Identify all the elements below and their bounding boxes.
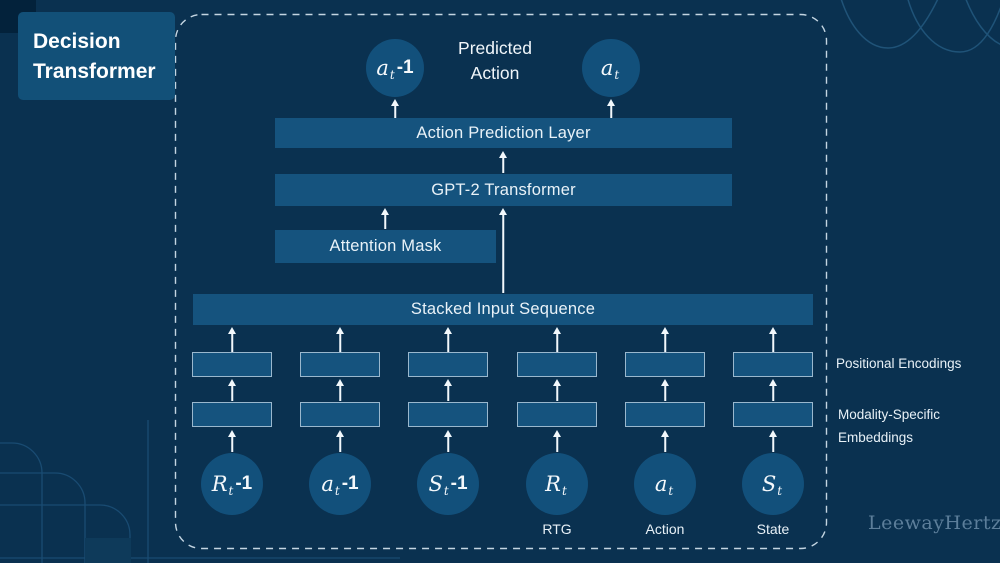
gpt2-transformer-box: GPT-2 Transformer [275, 174, 732, 206]
token-subscript: t [443, 484, 449, 498]
modality-embedding-rect [408, 402, 488, 427]
token-base: S [761, 472, 777, 496]
arrow-up [660, 379, 670, 401]
arrow-up [227, 327, 237, 352]
token-base: a [600, 56, 614, 80]
arrow-up [390, 99, 400, 118]
modality-label-line2: Embeddings [838, 430, 914, 445]
bottom-left-square-decoration [85, 538, 131, 563]
token-tag-label: Action [645, 521, 685, 537]
arrow-up [660, 430, 670, 452]
arrow-up [443, 430, 453, 452]
modality-embedding-rect [300, 402, 380, 427]
arrow-up [768, 430, 778, 452]
stacked-input-sequence-box: Stacked Input Sequence [193, 294, 813, 325]
leewayhertz-watermark: LeewayHertz [868, 512, 1000, 534]
arrow-up [660, 327, 670, 352]
predicted-action-label: Predicted Action [430, 36, 560, 86]
gpt2-transformer-label: GPT-2 Transformer [431, 180, 576, 199]
wave-lines-decoration [840, 0, 1000, 53]
arrow-up [552, 379, 562, 401]
token-tag-label: State [756, 521, 790, 537]
arrow-up [498, 151, 508, 173]
arrow-up [552, 430, 562, 452]
token-base: R [211, 472, 228, 496]
predicted-action-line2: Action [470, 63, 520, 83]
modality-embedding-rect [733, 402, 813, 427]
diagram-title: Decision Transformer [18, 12, 175, 100]
token-subscript: t [777, 484, 783, 498]
modality-embeddings-label: Modality-Specific Embeddings [838, 403, 940, 449]
arrow-up [335, 327, 345, 352]
positional-encoding-rect [517, 352, 597, 377]
positional-encodings-label: Positional Encodings [836, 356, 962, 371]
token-base: a [654, 472, 668, 496]
token-base: a [321, 472, 334, 496]
modality-embedding-rect [625, 402, 705, 427]
token-subscript: t [228, 484, 234, 498]
token-suffix: -1 [341, 473, 359, 494]
token-base: a [376, 56, 389, 80]
arrow-up [498, 208, 508, 293]
positional-encoding-rect [300, 352, 380, 377]
modality-embedding-rect [517, 402, 597, 427]
arrow-up [380, 208, 390, 229]
token-suffix: -1 [450, 473, 468, 494]
modality-embedding-rect [192, 402, 272, 427]
positional-encoding-rect [408, 352, 488, 377]
token-subscript: t [334, 484, 340, 498]
token-tag-label: RTG [542, 521, 572, 537]
attention-mask-box: Attention Mask [275, 230, 496, 263]
arrow-up [443, 379, 453, 401]
action-prediction-layer-label: Action Prediction Layer [416, 123, 591, 142]
action-prediction-layer-box: Action Prediction Layer [275, 118, 732, 148]
arrow-up [606, 99, 616, 118]
attention-mask-label: Attention Mask [329, 237, 442, 255]
token-subscript: t [389, 68, 395, 82]
stacked-input-sequence-label: Stacked Input Sequence [410, 300, 596, 318]
positional-encoding-rect [625, 352, 705, 377]
token-base: S [428, 472, 443, 496]
arrow-up [768, 379, 778, 401]
arrow-up [552, 327, 562, 352]
positional-encoding-rect [192, 352, 272, 377]
arrow-up [335, 430, 345, 452]
arrow-up [227, 379, 237, 401]
token-subscript: t [614, 68, 620, 82]
arrow-up [335, 379, 345, 401]
token-base: R [545, 472, 561, 496]
token-suffix: -1 [235, 473, 253, 494]
positional-encoding-rect [733, 352, 813, 377]
diagram-title-line1: Decision [33, 30, 121, 53]
token-subscript: t [668, 484, 674, 498]
arrow-up [227, 430, 237, 452]
modality-label-line1: Modality-Specific [838, 407, 941, 422]
predicted-action-line1: Predicted [458, 38, 532, 58]
arrow-up [443, 327, 453, 352]
token-suffix: -1 [396, 57, 414, 78]
diagram-title-line2: Transformer [33, 60, 156, 83]
arrow-up [768, 327, 778, 352]
token-subscript: t [561, 484, 567, 498]
